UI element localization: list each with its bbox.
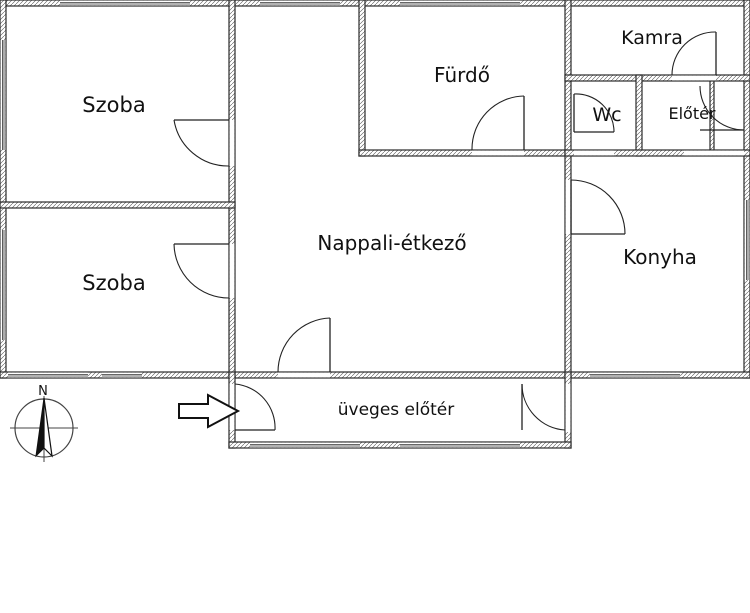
door-porch-right (521, 383, 566, 431)
door-szoba-1 (173, 119, 230, 167)
compass-north-label: N (38, 384, 48, 399)
door-porch-entrance (234, 383, 276, 431)
room-label-eloter: Előtér (668, 104, 715, 123)
room-label-szoba-1: Szoba (82, 93, 145, 117)
room-label-uveges-eloter: üveges előtér (338, 400, 455, 420)
room-label-szoba-2: Szoba (82, 271, 145, 295)
room-label-wc: Wc (592, 104, 621, 126)
room-label-nappali: Nappali-étkező (317, 231, 466, 255)
room-label-furdo: Fürdő (434, 63, 490, 87)
door-konyha (570, 179, 626, 235)
room-label-kamra: Kamra (621, 27, 683, 49)
windows (2, 2, 749, 447)
compass-icon: N (10, 384, 78, 462)
walls (0, 0, 750, 449)
door-nappali (277, 317, 331, 373)
door-szoba-2 (173, 243, 230, 299)
room-label-konyha: Konyha (623, 245, 697, 269)
door-wc (573, 93, 615, 133)
door-eloter (699, 85, 745, 131)
door-furdo (471, 95, 525, 151)
door-kamra (671, 31, 717, 76)
entrance-arrow-icon (178, 393, 241, 429)
